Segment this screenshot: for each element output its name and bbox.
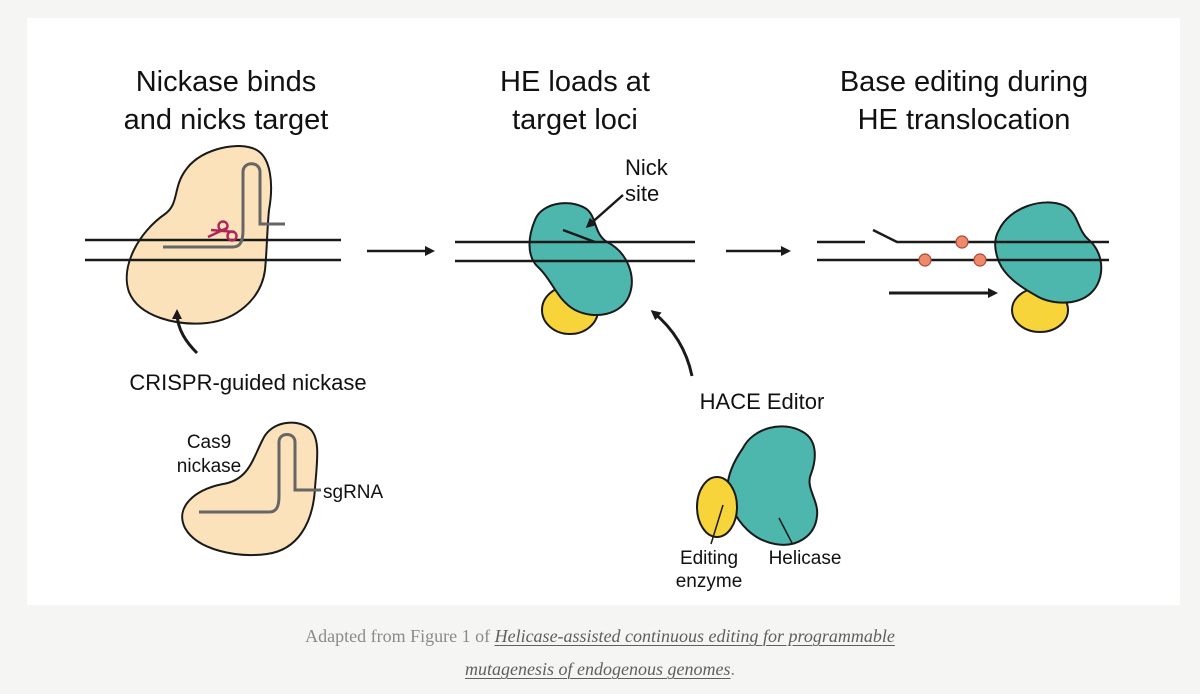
hace-callout-arrow (650, 310, 694, 377)
nick-site-label-line1: Nick (625, 155, 669, 180)
nickase-callout-label: CRISPR-guided nickase (129, 370, 366, 395)
helicase-label: Helicase (769, 548, 842, 569)
dna-top-strand-unwound (872, 228, 1109, 244)
cas9-nickase-legend: Cas9 nickase sgRNA (177, 421, 384, 556)
helicase-shape (528, 202, 633, 317)
caption-prefix: Adapted from Figure 1 of (305, 626, 495, 646)
cas9-label-line1: Cas9 (187, 432, 231, 453)
helicase-legend-shape (726, 425, 819, 546)
cas9-label-line2: nickase (177, 456, 241, 477)
hace-diagram: Nickase binds and nicks target CRISPR-gu… (85, 66, 1109, 592)
cas9-nickase-legend-shape (181, 421, 319, 556)
scissors-icon (207, 220, 238, 242)
sgrna-label: sgRNA (323, 482, 384, 503)
edit-marker (973, 253, 987, 267)
hace-editor-label: HACE Editor (700, 389, 825, 414)
editing-enzyme-label-line2: enzyme (676, 571, 743, 592)
edit-marker (955, 235, 969, 249)
figure-panel: Nickase binds and nicks target CRISPR-gu… (27, 18, 1180, 605)
step2-title-line2: target loci (512, 104, 638, 136)
step3-panel: Base editing during HE translocation (817, 66, 1109, 333)
paper-link-line1: Helicase-assisted continuous editing for… (494, 626, 895, 646)
nicked-strand-flap (562, 228, 596, 244)
step1-title-line1: Nickase binds (136, 66, 317, 98)
editing-enzyme-pointer (710, 504, 724, 545)
step3-title-line2: HE translocation (858, 104, 1071, 136)
editing-enzyme-legend-shape (696, 476, 738, 538)
edit-marker (918, 253, 932, 267)
nickase-callout-arrow (172, 309, 199, 355)
nick-site-label-line2: site (625, 181, 659, 206)
sgrna-strand (163, 162, 285, 249)
figure-caption: Adapted from Figure 1 of Helicase-assist… (0, 620, 1200, 686)
hace-editor-legend: HACE Editor Editing enzyme Helicase (676, 389, 842, 592)
sgrna-legend-strand (199, 433, 321, 514)
editing-enzyme-label-line1: Editing (680, 548, 738, 569)
nick-site-pointer (585, 194, 624, 228)
step1-title-line2: and nicks target (124, 104, 329, 136)
step3-title-line1: Base editing during (840, 66, 1088, 98)
helicase-pointer (778, 517, 793, 544)
caption-suffix: . (730, 659, 735, 679)
paper-link[interactable]: Helicase-assisted continuous editing for… (465, 626, 895, 679)
paper-link-line2: mutagenesis of endogenous genomes (465, 659, 731, 679)
cas9-nickase-shape (125, 145, 273, 325)
step2-title-line1: HE loads at (500, 66, 650, 98)
step2-panel: HE loads at target loci Nick site (455, 66, 695, 377)
step1-panel: Nickase binds and nicks target CRISPR-gu… (85, 66, 367, 395)
helicase-shape (994, 201, 1103, 304)
